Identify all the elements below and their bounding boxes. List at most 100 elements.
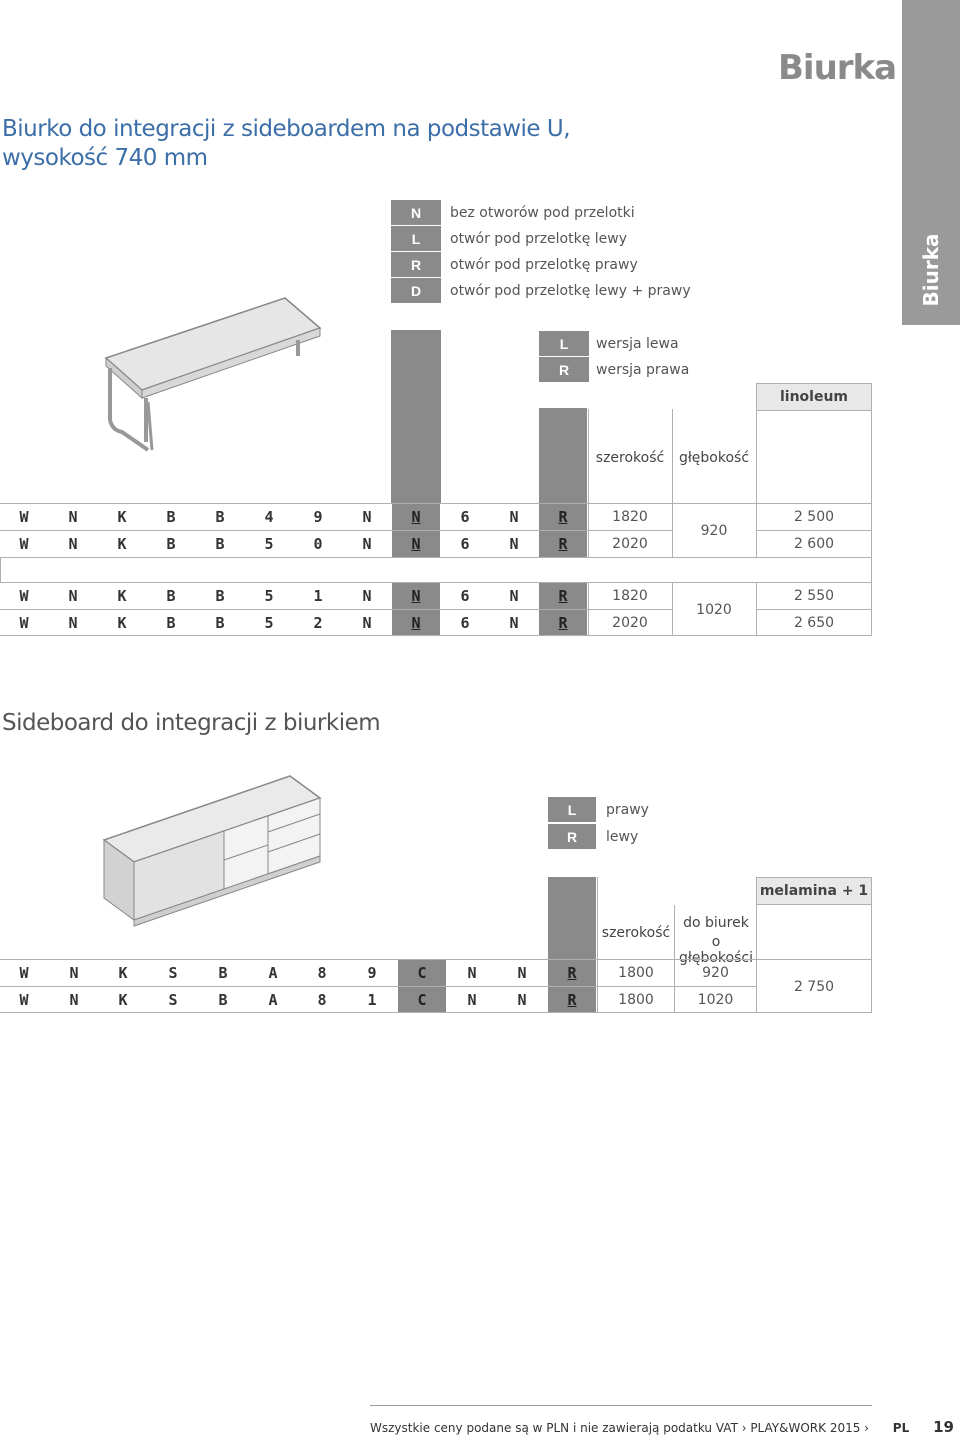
- cutout-text: otwór pod przelotkę lewy: [450, 231, 628, 247]
- code-char: N: [68, 614, 78, 632]
- code-char: B: [218, 964, 228, 982]
- code-char: 2: [313, 614, 323, 632]
- code-char: B: [215, 508, 225, 526]
- divider: [871, 504, 872, 557]
- code-char: N: [362, 508, 372, 526]
- version-text: wersja lewa: [596, 336, 679, 352]
- depth-column-header: głębokość: [678, 450, 750, 466]
- cutout-code: L: [391, 226, 441, 252]
- code-char: B: [166, 587, 176, 605]
- side-code: R: [548, 824, 596, 850]
- sideboard-price-header: melamina + 1: [756, 877, 872, 905]
- footer: Wszystkie ceny podane są w PLN i nie zaw…: [370, 1418, 954, 1436]
- table-rule: [756, 530, 872, 531]
- code-char: N: [68, 535, 78, 553]
- code-char: N: [467, 964, 477, 982]
- table-rule: [0, 503, 872, 504]
- divider: [871, 905, 872, 959]
- divider: [756, 409, 757, 504]
- width-value: 1800: [618, 965, 654, 981]
- table-rule: [756, 609, 872, 610]
- code-char: 8: [317, 991, 327, 1009]
- code-char: W: [19, 587, 29, 605]
- sideboard-depth-header-line2: o głębokości: [679, 934, 753, 966]
- code-char: N: [509, 587, 519, 605]
- sideboard-illustration: [102, 775, 322, 927]
- code-char: W: [19, 535, 29, 553]
- code-char: B: [215, 535, 225, 553]
- divider: [756, 583, 757, 635]
- version-column-marker: [539, 408, 587, 504]
- code-char: 5: [264, 535, 274, 553]
- footer-lang: PL: [892, 1421, 910, 1435]
- cutout-column-marker: [391, 330, 441, 504]
- code-char: R: [539, 610, 587, 636]
- code-char: K: [117, 614, 127, 632]
- divider: [597, 960, 598, 1012]
- code-char: C: [398, 960, 446, 986]
- code-char: N: [509, 614, 519, 632]
- width-value: 2020: [612, 615, 648, 631]
- table-rule: [0, 609, 672, 610]
- code-char: 5: [264, 587, 274, 605]
- divider: [672, 504, 673, 557]
- code-char: B: [166, 508, 176, 526]
- divider: [672, 409, 673, 504]
- price-value: 2 500: [793, 509, 835, 525]
- code-char: N: [467, 991, 477, 1009]
- divider: [871, 557, 872, 582]
- code-char: N: [362, 614, 372, 632]
- code-char: N: [509, 535, 519, 553]
- width-value: 1820: [612, 509, 648, 525]
- code-char: N: [68, 587, 78, 605]
- cutout-text: bez otworów pod przelotki: [450, 205, 635, 221]
- table-rule: [0, 530, 672, 531]
- price-column-header: linoleum: [756, 383, 872, 411]
- divider: [588, 504, 589, 557]
- side-code: L: [548, 797, 596, 823]
- code-char: R: [539, 531, 587, 557]
- footer-text: Wszystkie ceny podane są w PLN i nie zaw…: [370, 1421, 869, 1435]
- code-char: N: [517, 991, 527, 1009]
- code-char: K: [118, 991, 128, 1009]
- code-char: W: [19, 964, 29, 982]
- depth-value: 1020: [697, 992, 734, 1008]
- sideboard-price: 2 750: [793, 978, 835, 995]
- cutout-code: D: [391, 278, 441, 304]
- code-char: B: [166, 535, 176, 553]
- side-tab[interactable]: Biurka: [902, 0, 960, 325]
- code-char: W: [19, 991, 29, 1009]
- depth-value: 1020: [696, 601, 732, 618]
- page-number: 19: [933, 1418, 954, 1436]
- section-title: Biurka: [778, 48, 897, 88]
- cutout-code: R: [391, 252, 441, 278]
- code-char: N: [392, 531, 440, 557]
- divider: [0, 557, 1, 582]
- code-char: 1: [367, 991, 377, 1009]
- desk-illustration: [104, 297, 322, 452]
- price-value: 2 650: [793, 615, 835, 631]
- code-char: 1: [313, 587, 323, 605]
- code-char: S: [168, 991, 178, 1009]
- code-char: R: [539, 504, 587, 530]
- divider: [597, 877, 598, 959]
- divider: [756, 504, 757, 557]
- code-char: A: [268, 964, 278, 982]
- cutout-text: otwór pod przelotkę prawy: [450, 257, 638, 273]
- divider: [871, 960, 872, 1012]
- width-column-header: szerokość: [595, 450, 665, 466]
- divider: [674, 905, 675, 959]
- code-char: 6: [460, 614, 470, 632]
- code-char: B: [218, 991, 228, 1009]
- code-char: R: [548, 987, 596, 1013]
- width-value: 1820: [612, 588, 648, 604]
- divider: [674, 960, 675, 1012]
- table-rule: [0, 959, 872, 960]
- code-char: 6: [460, 535, 470, 553]
- code-char: B: [215, 614, 225, 632]
- divider: [871, 409, 872, 504]
- sideboard-width-header: szerokość: [601, 925, 671, 941]
- price-value: 2 600: [793, 536, 835, 552]
- code-char: W: [19, 614, 29, 632]
- code-char: K: [118, 964, 128, 982]
